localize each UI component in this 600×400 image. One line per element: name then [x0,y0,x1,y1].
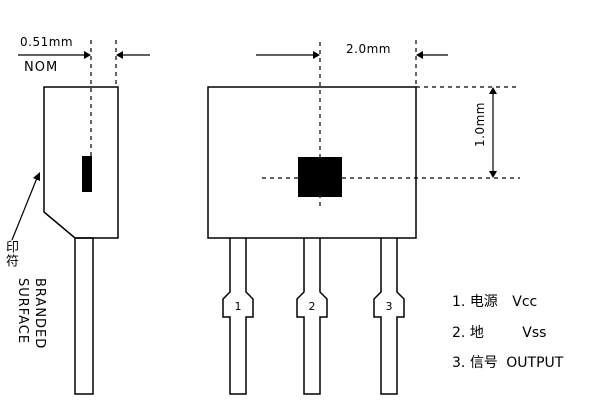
front-view-body [207,86,417,239]
branded-surface-arrow [33,172,40,181]
legend-item-1-chinese: 电源 [469,294,498,310]
legend-item-2-name: Vss [522,325,547,341]
side-face-arrow [116,51,123,59]
legend-item-1: 1. 电源 Vcc [452,291,537,311]
legend-item-3: 3. 信号 OUTPUT [452,352,563,372]
legend-item-2-index: 2. [452,325,466,341]
branded-surface-line1: BRANDED [32,278,47,350]
lead-width-dimension: 0.51mm [20,35,74,49]
pin-3-number: 3 [385,300,393,313]
lead-3-outline [373,238,405,395]
body-height-dimension: 1.0mm [473,102,487,147]
side-view-lead [74,237,94,395]
lead-2-outline [296,238,328,395]
lead-1-outline [222,238,254,395]
lead-width-arrow-left [84,51,91,59]
legend-item-2-chinese: 地 [469,325,484,341]
branded-surface-chinese: 印符 [3,240,18,268]
side-view [43,86,119,395]
dim-2mm-right-arrow [416,51,423,59]
pin-2-number: 2 [308,300,316,313]
dim-2mm-left-arrow [313,51,320,59]
legend-item-3-name: OUTPUT [506,355,564,371]
branded-surface-line2: SURFACE [15,278,30,345]
nominal-note: NOM [24,60,59,75]
side-view-sensor-element [82,156,92,192]
dim-1mm-top-arrow [489,87,497,94]
body-width-dimension: 2.0mm [346,42,391,56]
side-view-body [43,86,119,239]
legend-item-1-name: Vcc [512,294,538,310]
branded-surface-leader [11,177,38,241]
legend-item-3-chinese: 信号 [469,355,498,371]
pin-1-number: 1 [234,300,242,313]
legend-item-2: 2. 地 Vss [452,322,546,342]
dim-1mm-bottom-arrow [489,171,497,178]
legend-item-1-index: 1. [452,294,466,310]
legend-item-3-index: 3. [452,355,466,371]
